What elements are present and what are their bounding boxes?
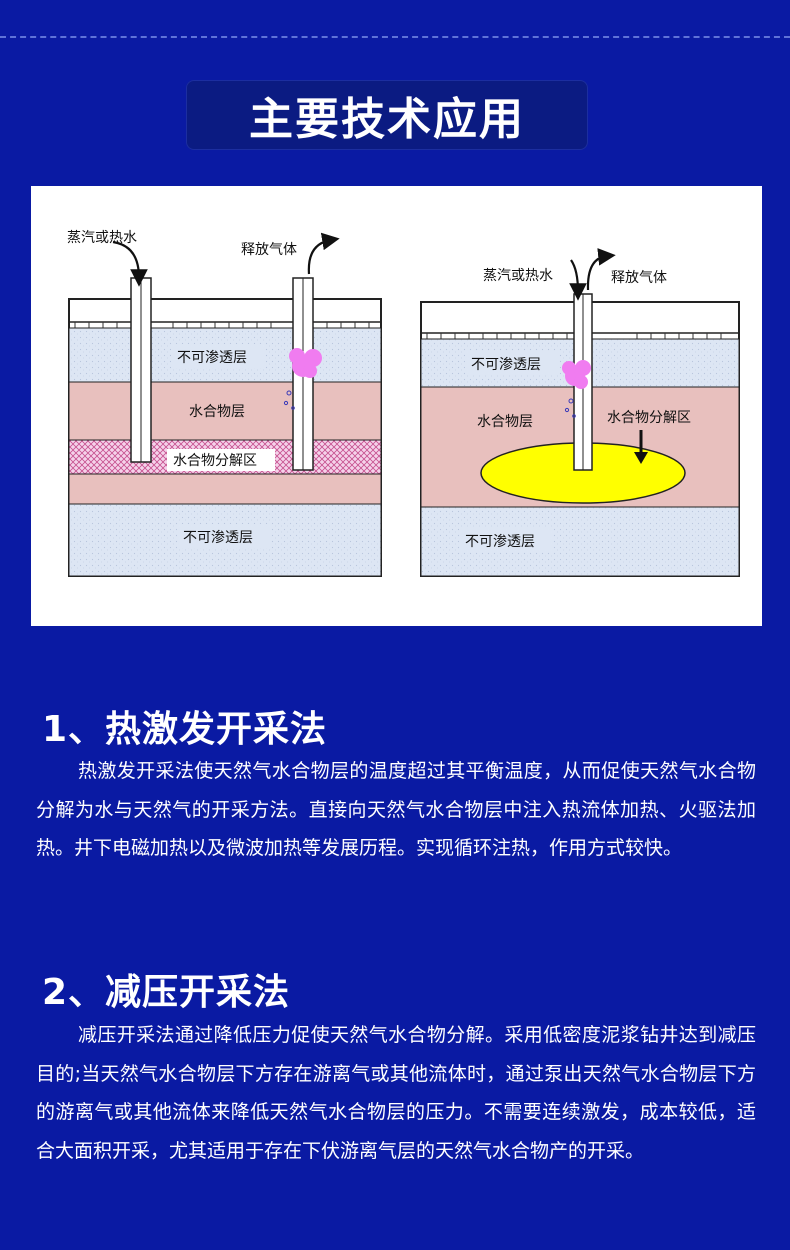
section-2-heading: 2、减压开采法 — [42, 972, 291, 1013]
right-gas-bubble — [562, 360, 591, 418]
section-1-heading: 1、热激发开采法 — [42, 709, 328, 750]
left-inlet-arrow — [112, 240, 148, 287]
title-banner: 主要技术应用 — [186, 80, 588, 150]
hydrate-extraction-diagram: 不可渗透层 水合物层 水合物分解区 不可渗透层 蒸汽或热水 释放气体 — [31, 186, 762, 626]
section-2-body: 减压开采法通过降低压力促使天然气水合物分解。采用低密度泥浆钻井达到减压目的;当天… — [36, 1024, 756, 1162]
right-top-layer-label: 不可渗透层 — [471, 357, 541, 373]
left-diagram: 不可渗透层 水合物层 水合物分解区 不可渗透层 蒸汽或热水 释放气体 — [67, 230, 382, 577]
top-dashed-divider — [0, 36, 790, 38]
left-bottom-layer-label: 不可渗透层 — [183, 530, 253, 546]
right-diagram: 不可渗透层 水合物层 水合物分解区 不可渗透层 蒸汽或热水 释放气体 — [420, 248, 740, 577]
right-outlet-arrow — [586, 248, 616, 291]
left-top-layer-label: 不可渗透层 — [177, 350, 247, 366]
left-gas-bubble — [283, 348, 322, 410]
left-hydrate-layer-label: 水合物层 — [189, 404, 245, 420]
right-inlet-arrow — [569, 259, 587, 301]
left-outlet-label: 释放气体 — [241, 242, 297, 258]
page-title: 主要技术应用 — [249, 94, 525, 145]
left-lower-hydrate-layer — [68, 473, 382, 505]
right-hydrate-layer-label: 水合物层 — [477, 414, 533, 430]
right-bottom-layer-label: 不可渗透层 — [465, 534, 535, 550]
left-decomp-layer-label: 水合物分解区 — [173, 453, 257, 469]
right-outlet-label: 释放气体 — [611, 270, 667, 286]
left-outlet-arrow — [307, 232, 340, 275]
diagram-svg: 不可渗透层 水合物层 水合物分解区 不可渗透层 蒸汽或热水 释放气体 — [67, 230, 740, 577]
section-1-body: 热激发开采法使天然气水合物层的温度超过其平衡温度，从而促使天然气水合物分解为水与… — [36, 760, 756, 859]
left-ground-ticks — [74, 322, 370, 328]
right-decomp-zone-label: 水合物分解区 — [607, 410, 691, 426]
right-inlet-label: 蒸汽或热水 — [483, 268, 553, 284]
left-inlet-label: 蒸汽或热水 — [67, 230, 137, 246]
